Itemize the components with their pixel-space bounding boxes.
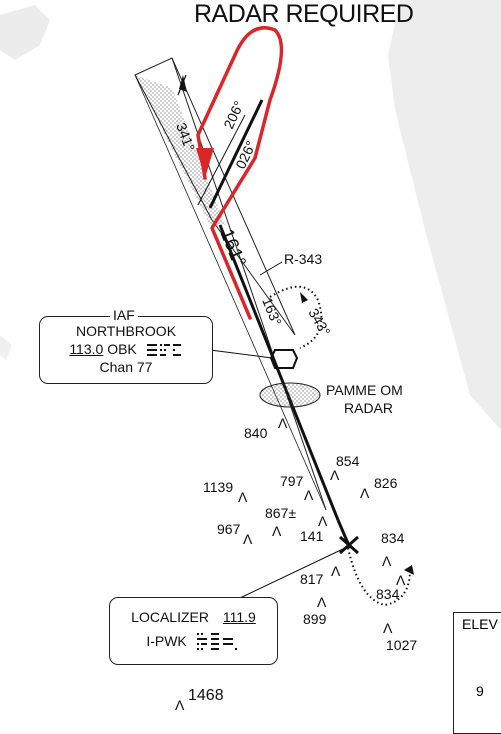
localizer-leader xyxy=(239,547,346,599)
turn-arrow xyxy=(300,292,308,303)
obstacle-symbol: Λ xyxy=(396,572,406,588)
turn-out-label: 163° xyxy=(259,295,285,328)
elevation-label: ELEV xyxy=(462,616,498,632)
iaf-tag: IAF xyxy=(110,307,138,323)
outer-marker-name: PAMME OM xyxy=(326,382,403,398)
iaf-info-box: IAF NORTHBROOK 113.0 OBK Chan 77 xyxy=(39,307,213,384)
obstacle-symbol: Λ xyxy=(360,485,370,501)
obstacle-834: 834 xyxy=(381,530,405,546)
obstacle-826: 826 xyxy=(374,475,398,491)
obstacle-1027: 1027 xyxy=(386,637,417,653)
obstacles: 840 Λ 854 Λ 797 Λ 826 Λ 1139 Λ 867± Λ 96… xyxy=(175,415,417,713)
obstacle-symbol: Λ xyxy=(330,467,340,483)
course-arrowhead xyxy=(179,75,187,92)
iaf-ident: OBK xyxy=(107,341,137,357)
obstacle-symbol: Λ xyxy=(272,523,282,539)
localizer-info-box: LOCALIZER 111.9 I-PWK xyxy=(109,597,278,665)
morse-code-icon xyxy=(146,344,181,357)
coast-fragment xyxy=(0,335,12,360)
localizer-ident-row: I-PWK xyxy=(110,632,277,652)
obstacle-symbol: Λ xyxy=(238,489,248,505)
localizer-frequency: 111.9 xyxy=(222,609,256,625)
localizer-row: LOCALIZER 111.9 xyxy=(110,608,277,626)
hold-inbound-leg xyxy=(208,99,264,209)
iaf-name: NORTHBROOK xyxy=(75,323,177,339)
obstacle-symbol: Λ xyxy=(317,594,327,610)
localizer-ident: I-PWK xyxy=(146,633,187,649)
obstacle-symbol: Λ xyxy=(331,563,341,579)
page-title: RADAR REQUIRED xyxy=(194,0,413,28)
iaf-frequency: 113.0 xyxy=(69,341,104,357)
obstacle-1468: 1468 xyxy=(188,687,224,704)
obstacle-symbol: Λ xyxy=(278,415,288,431)
holding-outbound-label: 206° xyxy=(220,98,247,131)
obstacle-854: 854 xyxy=(336,453,360,469)
obstacle-797: 797 xyxy=(280,473,304,489)
iaf-freq-row: 113.0 OBK xyxy=(40,340,212,358)
obstacle-symbol: Λ xyxy=(382,553,392,569)
obstacle-899: 899 xyxy=(303,611,327,627)
obstacle-symbol: Λ xyxy=(175,697,185,713)
elevation-digit: 9 xyxy=(476,683,484,699)
radial-label: R-343 xyxy=(284,251,322,267)
iaf-leader xyxy=(209,349,273,359)
obstacle-symbol: Λ xyxy=(243,531,253,547)
island-shape xyxy=(0,5,50,60)
turn-in-label: 343° xyxy=(305,306,333,339)
protected-area-stipple xyxy=(135,75,225,225)
obstacle-834-b: 834 xyxy=(376,586,400,602)
final-course-line xyxy=(218,224,340,521)
obstacle-symbol: Λ xyxy=(318,513,328,529)
obstacle-967: 967 xyxy=(217,521,241,537)
outer-marker-radar: RADAR xyxy=(344,400,393,416)
elevation-inset: ELEV 9 xyxy=(453,612,501,734)
morse-code-icon xyxy=(196,633,237,651)
obstacle-141: 141 xyxy=(300,528,324,544)
hold-outbound-leg xyxy=(197,114,246,206)
localizer-turn-arrow xyxy=(404,565,414,575)
radial-line-2 xyxy=(134,74,327,511)
obstacle-1139: 1139 xyxy=(203,479,233,495)
localizer-label: LOCALIZER xyxy=(131,609,209,625)
obstacle-symbol: Λ xyxy=(304,487,314,503)
obstacle-840: 840 xyxy=(244,425,268,441)
protected-area-outline xyxy=(134,57,296,336)
shoreline-land xyxy=(388,0,501,430)
obstacle-symbol: Λ xyxy=(383,620,393,636)
radial-leader xyxy=(259,261,283,276)
outer-marker-ellipse xyxy=(259,382,321,408)
localizer-fix-x xyxy=(339,535,359,555)
obstacle-817: 817 xyxy=(300,571,324,587)
pen-arrowhead xyxy=(196,148,214,178)
pen-track xyxy=(196,26,284,320)
iaf-channel: Chan 77 xyxy=(99,359,153,375)
obstacle-867: 867± xyxy=(265,505,296,521)
